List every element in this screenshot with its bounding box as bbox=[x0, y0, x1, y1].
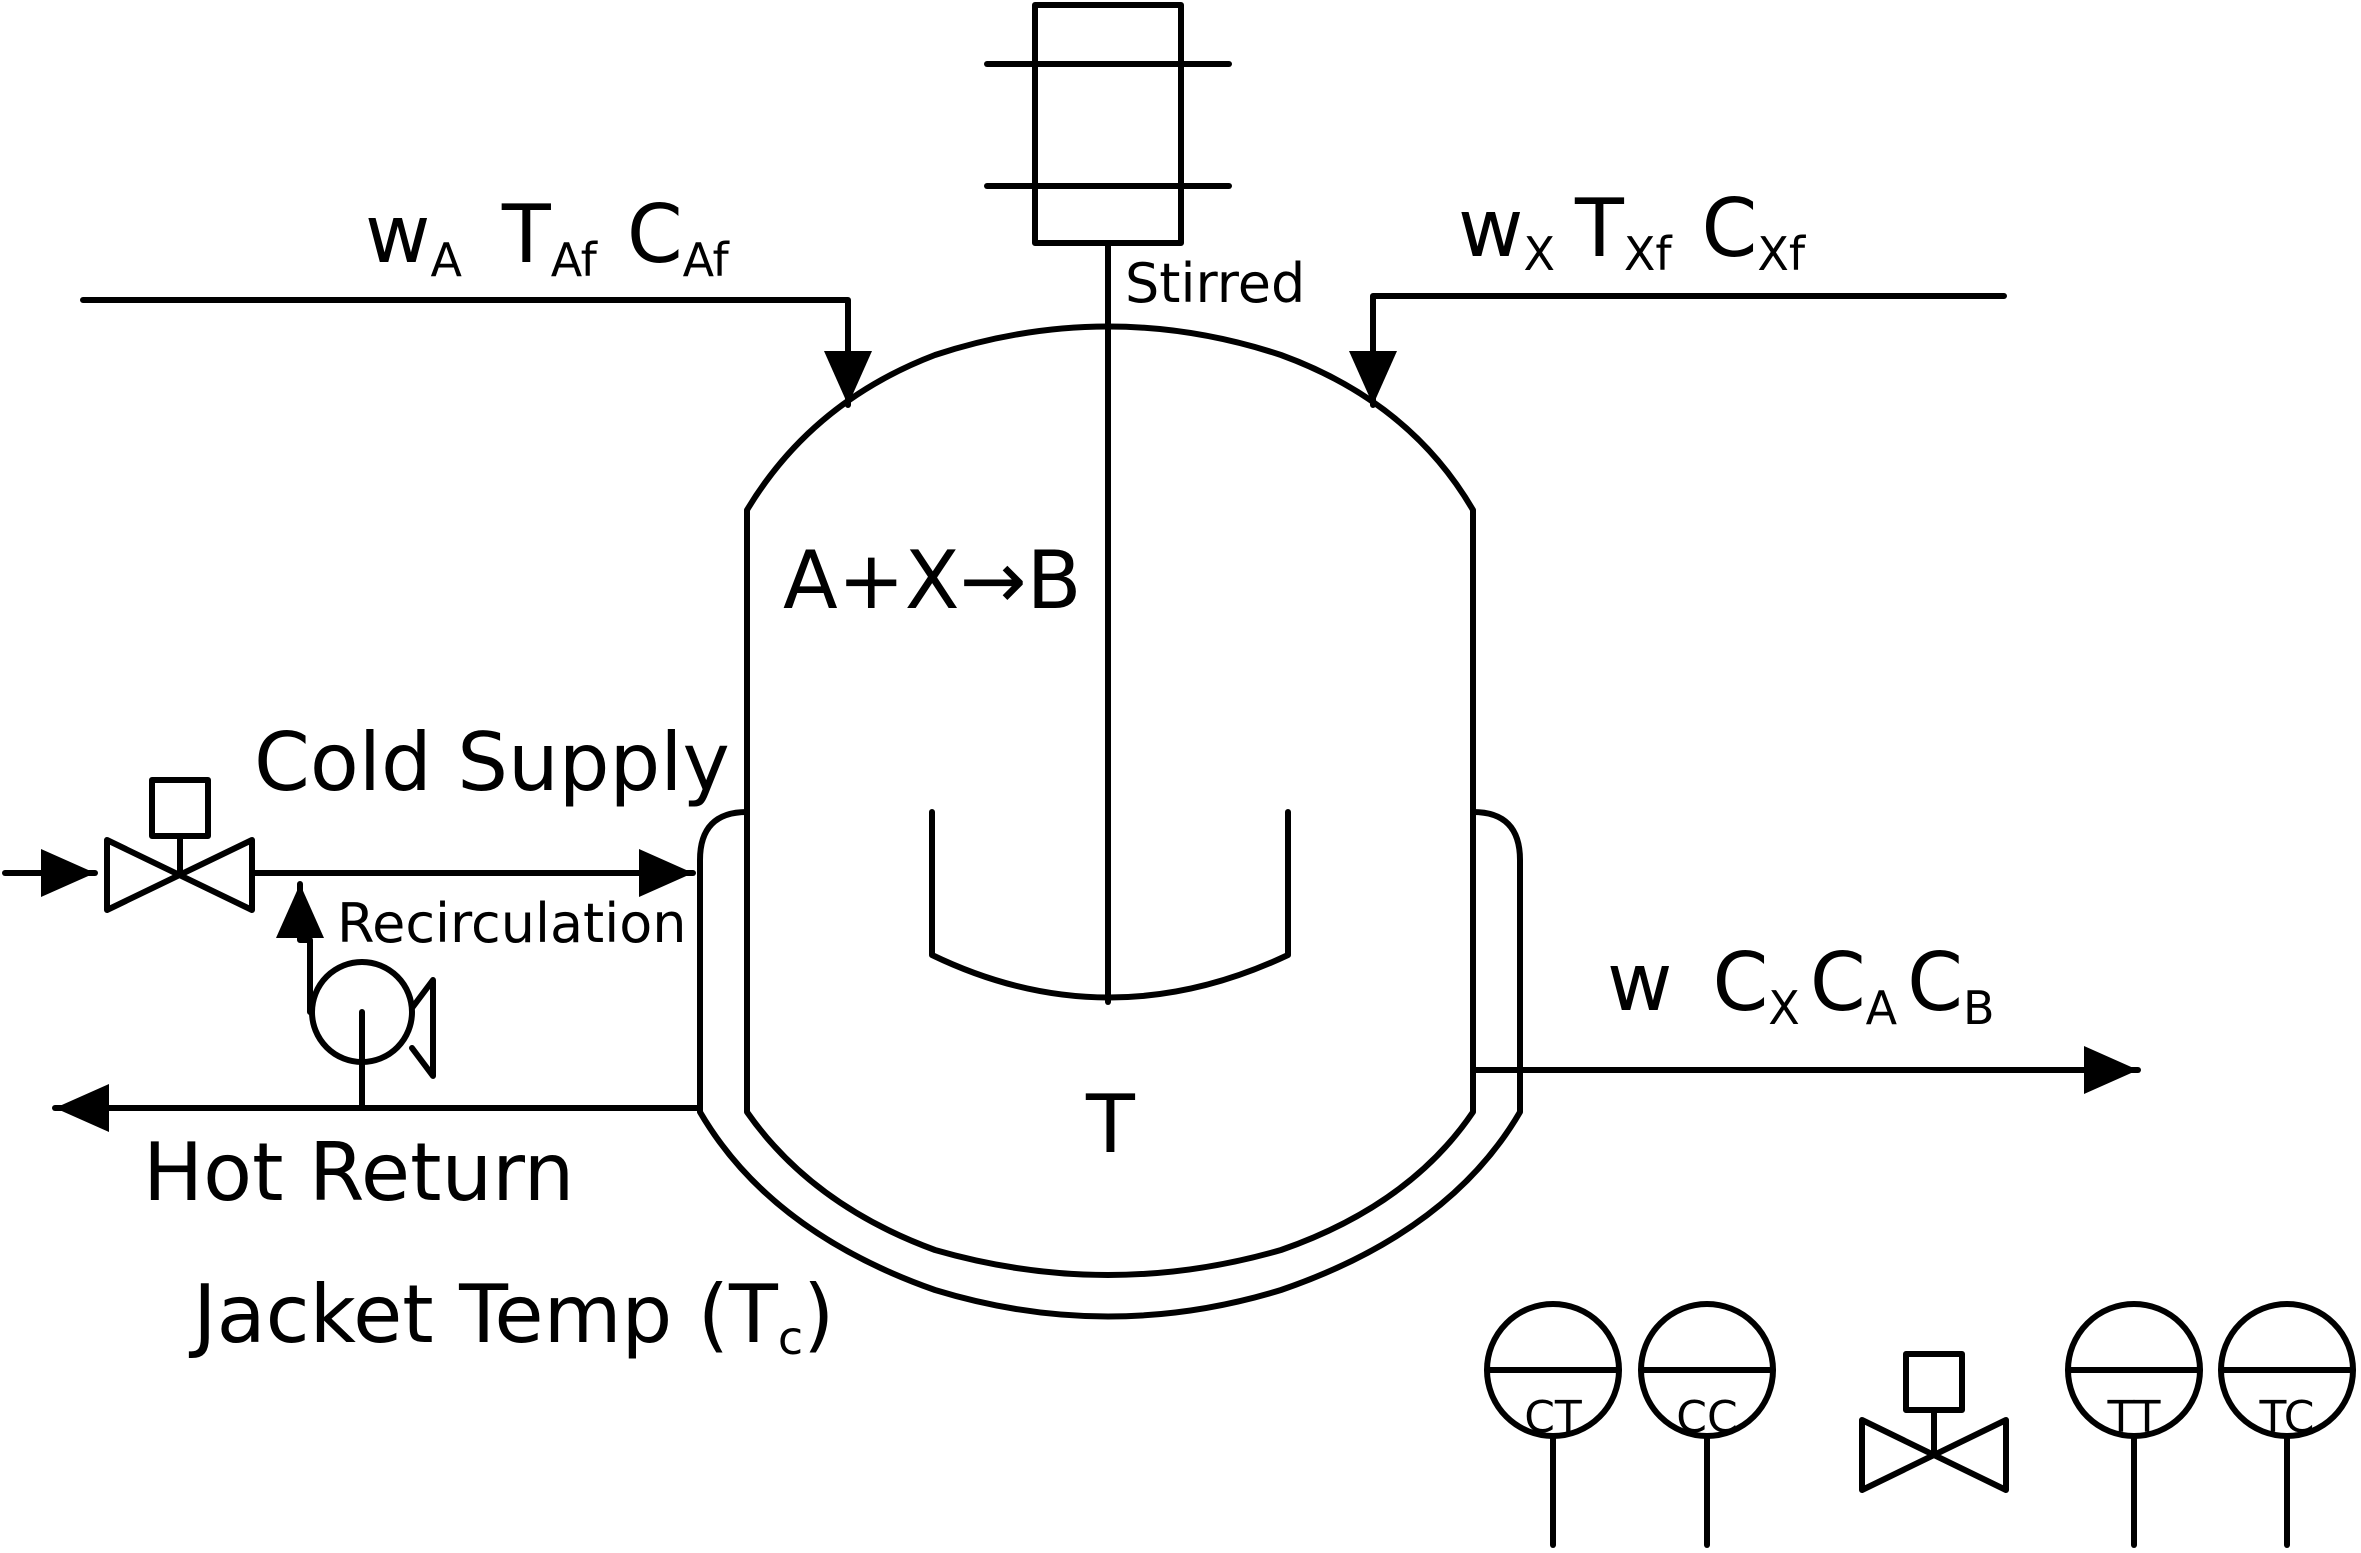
svg-text:TT: TT bbox=[2107, 1392, 2161, 1443]
cold-supply-valve bbox=[104, 777, 255, 913]
instrument-tc: TC bbox=[2218, 1301, 2356, 1548]
control-valve-symbol bbox=[1859, 1351, 2009, 1493]
feed-x-line bbox=[1349, 293, 2007, 408]
cooling-jacket bbox=[697, 809, 1523, 1320]
svg-text:CT: CT bbox=[1524, 1392, 1582, 1443]
reactor-vessel bbox=[744, 323, 1476, 1278]
recirculation-pump bbox=[309, 959, 436, 1079]
feed-a-line bbox=[80, 297, 872, 408]
cold-supply-label: Cold Supply bbox=[254, 716, 730, 809]
stirred-label: Stirred bbox=[1125, 252, 1305, 315]
instrument-cc: CC bbox=[1638, 1301, 1776, 1548]
reactor-temperature-label: T bbox=[1085, 1078, 1136, 1171]
jacket-temp-label: Jacket Temp (Tc) bbox=[188, 1268, 834, 1365]
hot-return-label: Hot Return bbox=[143, 1126, 574, 1219]
reaction-label: A+X→B bbox=[783, 534, 1081, 627]
svg-text:TC: TC bbox=[2258, 1392, 2314, 1443]
svg-text:CC: CC bbox=[1676, 1392, 1737, 1443]
recirculation-label: Recirculation bbox=[337, 892, 686, 955]
instrument-ct: CT bbox=[1484, 1301, 1622, 1548]
instrument-tt: TT bbox=[2065, 1301, 2203, 1548]
agitator-motor bbox=[984, 2, 1232, 246]
agitator-shaft-and-impeller bbox=[929, 240, 1291, 1005]
